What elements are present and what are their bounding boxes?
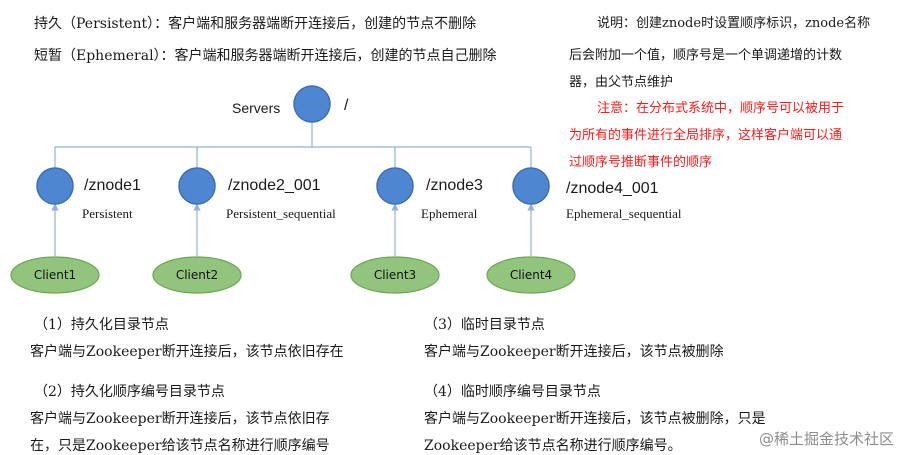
znode3-node[interactable] xyxy=(376,167,414,205)
znode3-name: /znode3 xyxy=(426,177,483,194)
client2-label: Client2 xyxy=(176,268,218,282)
root-name: / xyxy=(344,97,349,114)
root-node[interactable] xyxy=(293,85,331,123)
client3-label: Client3 xyxy=(374,268,416,282)
warning-line-1: 注意：在分布式系统中，顺序号可以被用于 xyxy=(597,101,845,116)
znode2-name: /znode2_001 xyxy=(228,177,321,194)
section-4-title: （4）临时顺序编号目录节点 xyxy=(424,384,601,400)
section-4-text-1: 客户端与Zookeeper断开连接后，该节点被删除，只是 xyxy=(424,411,766,427)
watermark: @稀土掘金技术社区 xyxy=(758,430,894,448)
persistent-definition: 持久（Persistent）：客户端和服务器端断开连接后，创建的节点不删除 xyxy=(34,16,477,32)
warning-line-3: 过顺序号推断事件的顺序 xyxy=(569,155,713,170)
client3-node[interactable] xyxy=(350,256,440,294)
client4-label: Client4 xyxy=(510,268,552,282)
znode1-type: Persistent xyxy=(82,206,133,221)
section-3-title: （3）临时目录节点 xyxy=(424,317,545,333)
section-2-title: （2）持久化顺序编号目录节点 xyxy=(34,384,225,400)
znode3-type: Ephemeral xyxy=(421,206,478,221)
znode2-node[interactable] xyxy=(178,167,216,205)
note-line-3: 器，由父节点维护 xyxy=(569,75,674,90)
znode4-node[interactable] xyxy=(512,167,550,205)
znode4-type: Ephemeral_sequential xyxy=(566,206,682,221)
client1-node[interactable] xyxy=(10,256,100,294)
tree-connectors xyxy=(54,122,532,170)
client1-label: Client1 xyxy=(34,268,76,282)
client2-node[interactable] xyxy=(152,256,242,294)
note-line-1: 说明：创建znode时设置顺序标识，znode名称 xyxy=(597,16,871,31)
znode2-type: Persistent_sequential xyxy=(226,206,336,221)
znode4-name: /znode4_001 xyxy=(566,180,659,197)
section-3-text: 客户端与Zookeeper断开连接后，该节点被删除 xyxy=(424,344,724,360)
znode1-name: /znode1 xyxy=(84,177,141,194)
section-4-text-2: Zookeeper给该节点名称进行顺序编号。 xyxy=(424,438,682,454)
section-1-title: （1）持久化目录节点 xyxy=(34,317,169,333)
client-arrows xyxy=(51,203,535,256)
root-label: Servers xyxy=(232,100,280,116)
note-line-2: 后会附加一个值，顺序号是一个单调递增的计数 xyxy=(569,48,843,63)
ephemeral-definition: 短暂（Ephemeral）：客户端和服务器端断开连接后，创建的节点自己删除 xyxy=(34,48,497,64)
znode-tree-diagram: Servers / /znode1 /znode2_001 /znode3 /z… xyxy=(10,85,682,294)
section-1-text: 客户端与Zookeeper断开连接后，该节点依旧存在 xyxy=(30,344,344,360)
section-2-text-1: 客户端与Zookeeper断开连接后，该节点依旧存 xyxy=(30,411,330,427)
section-2-text-2: 在，只是Zookeeper给该节点名称进行顺序编号 xyxy=(30,438,330,454)
warning-line-2: 为所有的事件进行全局排序，这样客户端可以通 xyxy=(569,128,843,143)
client4-node[interactable] xyxy=(486,256,576,294)
znode1-node[interactable] xyxy=(36,167,74,205)
